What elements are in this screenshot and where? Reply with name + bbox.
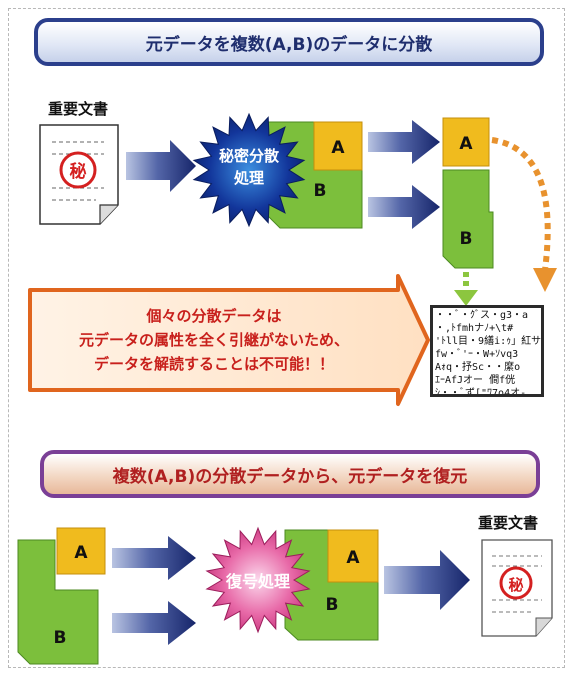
combined-piece-b-label: B <box>326 595 339 615</box>
cipher-line: ｼ・・ﾞず["ﾜ7o4オ- <box>435 388 527 397</box>
cipher-line: ｴｰAfJオー 僴f侊 <box>435 375 516 386</box>
restore-title: 複数(A,B)の分散データから、元データを復元 <box>112 466 468 487</box>
piece-a: A <box>442 117 490 167</box>
arrow-to-restored-document <box>384 550 470 610</box>
restore-title-banner: 複数(A,B)の分散データから、元データを復元 <box>40 450 540 498</box>
cipher-line: ・・ﾞ・ｸﾞス・g3・a <box>435 310 529 321</box>
arrow-to-piece-b <box>368 185 440 229</box>
dotted-arrow-orange <box>491 137 551 271</box>
input-piece-a: A <box>56 527 106 575</box>
split-title: 元データを複数(A,B)のデータに分散 <box>145 34 433 55</box>
split-process-label-1: 秘密分散 <box>219 147 280 165</box>
page-frame <box>8 8 565 668</box>
encrypted-data-box: ・・ﾞ・ｸﾞス・g3・a ・,ﾄfmhナﾉ+\t# 'ﾄll目・9繕i:ｩ」紅サ fw… <box>430 305 544 397</box>
piece-a-label: A <box>459 134 473 154</box>
warning-line-1: 個々の分散データは <box>146 307 282 325</box>
document-icon-top: 秘 <box>39 124 119 225</box>
arrow-piece-a-to-restore <box>112 536 196 580</box>
piece-a-label-split: A <box>331 138 345 158</box>
decrypt-process-icon: 復号処理 <box>205 526 311 634</box>
combined-data-block: A B <box>284 529 379 641</box>
split-title-banner: 元データを複数(A,B)のデータに分散 <box>34 18 544 66</box>
input-piece-b-label: B <box>54 628 67 648</box>
cipher-line: Aｫq・抒Sc・・縻o <box>435 362 521 373</box>
warning-message: 個々の分散データは 元データの属性を全く引継がないため、 データを解読することは… <box>30 290 398 390</box>
piece-b: B <box>442 169 494 269</box>
cipher-line: 'ﾄll目・9繕i:ｩ」紅サ <box>435 336 542 347</box>
combined-piece-a-label: A <box>346 548 360 568</box>
warning-line-3: データを解読することは不可能！！ <box>93 355 334 373</box>
input-piece-b: B <box>17 539 99 665</box>
piece-b-label: B <box>460 229 473 249</box>
input-piece-a-label: A <box>74 543 88 563</box>
warning-arrow <box>28 274 430 406</box>
document-icon-bottom: 秘 <box>481 539 553 637</box>
important-document-label-bottom: 重要文書 <box>478 514 539 532</box>
piece-b-label-split: B <box>314 181 327 201</box>
cipher-line: fw・ﾞ'ｰ・W+ｿvq3 <box>435 349 519 360</box>
split-process-label-2: 処理 <box>233 169 264 187</box>
warning-line-2: 元データの属性を全く引継がないため、 <box>78 331 349 349</box>
cipher-line: ・,ﾄfmhナﾉ+\t# <box>435 323 514 334</box>
important-document-label-top: 重要文書 <box>48 100 109 118</box>
arrow-to-split <box>126 140 196 192</box>
dotted-arrow-green-head <box>454 290 478 306</box>
arrow-piece-b-to-restore <box>112 601 196 645</box>
secret-stamp-top: 秘 <box>70 161 87 182</box>
secret-stamp-bottom: 秘 <box>508 576 523 594</box>
arrow-to-piece-a <box>368 120 440 164</box>
dotted-arrow-orange-head <box>533 268 557 292</box>
secret-sharing-process-icon: 秘密分散 処理 <box>192 112 306 228</box>
restore-process-label: 復号処理 <box>225 572 290 591</box>
